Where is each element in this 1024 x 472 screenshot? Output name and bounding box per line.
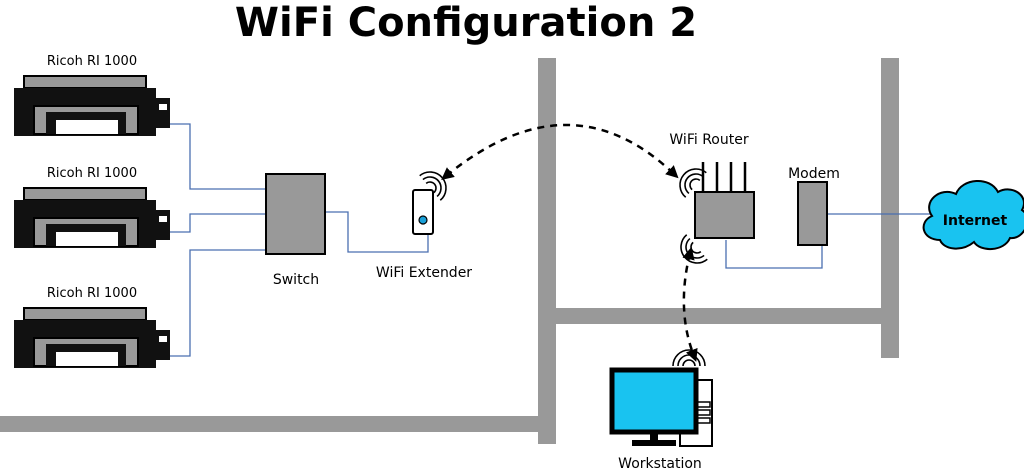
cable-printer2-switch xyxy=(170,213,266,233)
printer-label: Ricoh RI 1000 xyxy=(47,54,137,69)
wall-vertical-right xyxy=(881,58,899,358)
modem-icon xyxy=(797,181,828,246)
printer-icon xyxy=(13,187,171,249)
building-walls xyxy=(0,58,899,444)
switch-label: Switch xyxy=(273,272,319,288)
page-title: WiFi Configuration 2 xyxy=(235,0,697,46)
wireless-link-router-workstation xyxy=(682,246,698,362)
ethernet-cables xyxy=(170,123,930,357)
wifi-router: WiFi Router xyxy=(669,132,755,271)
printer-icon xyxy=(13,307,171,369)
wall-horizontal-inner xyxy=(556,308,899,324)
cable-printer1-switch xyxy=(170,123,266,190)
wifi-extender-icon xyxy=(412,189,434,235)
internet-label: Internet xyxy=(943,213,1008,229)
internet-cloud: Internet xyxy=(922,180,1024,250)
wifi-signal-icon xyxy=(672,349,706,367)
printer-1: Ricoh RI 1000 xyxy=(13,54,171,137)
wall-horizontal-bottom xyxy=(0,416,538,432)
router-icon xyxy=(694,191,755,239)
wall-vertical-left xyxy=(538,58,556,444)
wireless-link-extender-router xyxy=(441,123,679,180)
wifi-extender-label: WiFi Extender xyxy=(376,265,472,281)
wifi-extender: WiFi Extender xyxy=(376,164,472,281)
workstation-label: Workstation xyxy=(618,456,702,472)
switch-icon xyxy=(265,173,326,255)
workstation-icon xyxy=(609,367,699,435)
printer-label: Ricoh RI 1000 xyxy=(47,286,137,301)
cable-printer3-switch xyxy=(170,249,266,357)
extender-led xyxy=(418,215,428,225)
modem: Modem xyxy=(788,166,840,246)
wifi-signal-icon xyxy=(673,233,709,271)
printer-icon xyxy=(13,75,171,137)
monitor-neck xyxy=(650,432,658,440)
cloud-icon xyxy=(922,180,1024,250)
monitor-base xyxy=(632,440,676,446)
switch: Switch xyxy=(265,173,326,288)
cable-router-modem xyxy=(725,240,823,269)
printer-2: Ricoh RI 1000 xyxy=(13,166,171,249)
printer-label: Ricoh RI 1000 xyxy=(47,166,137,181)
wifi-router-label: WiFi Router xyxy=(669,132,748,148)
modem-label: Modem xyxy=(788,166,840,182)
workstation: Workstation xyxy=(609,349,713,472)
cable-switch-extender xyxy=(325,211,429,253)
printer-3: Ricoh RI 1000 xyxy=(13,286,171,369)
